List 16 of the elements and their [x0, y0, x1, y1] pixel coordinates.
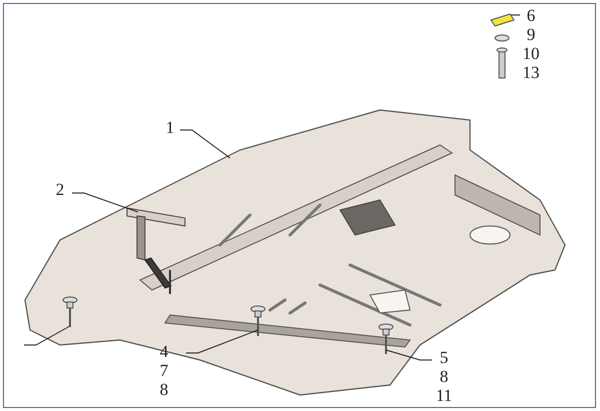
callout-number: 1	[166, 118, 174, 137]
callout-number: 5	[440, 348, 448, 367]
leader-line	[180, 130, 230, 158]
leader-line	[72, 192, 138, 212]
callout-number: 10	[522, 44, 540, 63]
callout-number: 8	[160, 380, 168, 399]
leader-line	[24, 326, 70, 346]
callout-number: 8	[440, 367, 448, 386]
callout-number: 2	[56, 180, 64, 199]
callout-number: 11	[436, 386, 452, 405]
callout-number: 6	[526, 6, 536, 25]
leader-line	[186, 330, 258, 354]
callout-number: 9	[526, 25, 536, 44]
leader-line	[386, 350, 432, 360]
callout-number: 13	[522, 63, 540, 82]
callout-number: 7	[160, 361, 168, 380]
